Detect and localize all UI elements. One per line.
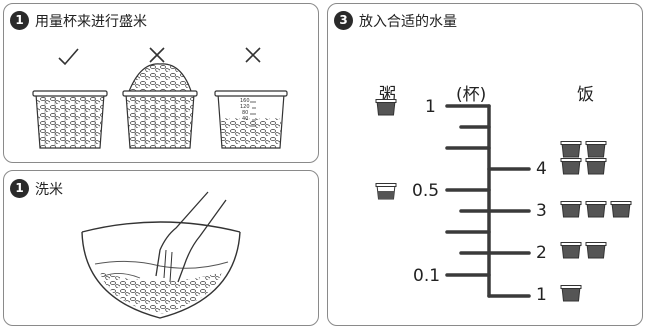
scale-ruler bbox=[445, 104, 531, 298]
cup-icon bbox=[560, 141, 582, 158]
measuring-cup-heaped bbox=[122, 63, 198, 149]
measuring-cup-low bbox=[214, 90, 288, 149]
hand-icon bbox=[155, 191, 227, 283]
cup-icon bbox=[585, 158, 607, 175]
wash-bowl bbox=[81, 221, 241, 319]
cup-icon bbox=[585, 141, 607, 158]
cup-scale-40: 40 bbox=[242, 116, 249, 122]
porridge-mark-0.1: 0.1 bbox=[413, 266, 441, 286]
step-badge: 3 bbox=[334, 11, 353, 30]
measuring-cup-level bbox=[32, 90, 108, 149]
porridge-mark-0.5: 0.5 bbox=[412, 181, 440, 201]
check-icon bbox=[58, 48, 79, 66]
rice-mark-1: 1 bbox=[536, 285, 547, 305]
porridge-mark-1: 1 bbox=[425, 97, 436, 117]
cup-scale-160: 160 bbox=[240, 98, 250, 104]
cup-icon bbox=[375, 183, 397, 200]
cross-icon bbox=[149, 47, 165, 63]
cup-scale-80: 80 bbox=[242, 110, 249, 116]
cup-icon bbox=[560, 285, 582, 302]
panel-title: 洗米 bbox=[35, 182, 63, 198]
cup-icon bbox=[585, 201, 607, 218]
cross-icon bbox=[245, 47, 261, 63]
rice-mark-3: 3 bbox=[536, 201, 547, 221]
cup-icon bbox=[375, 99, 397, 116]
cup-icon bbox=[560, 242, 582, 259]
rice-mark-4: 4 bbox=[536, 159, 547, 179]
cup-scale-120: 120 bbox=[240, 104, 250, 110]
step-badge: 1 bbox=[10, 179, 29, 198]
panel-title: 放入合适的水量 bbox=[359, 14, 457, 30]
step-badge: 1 bbox=[10, 11, 29, 30]
cup-icon bbox=[610, 201, 632, 218]
panel-title: 用量杯来进行盛米 bbox=[35, 14, 147, 30]
cup-icon bbox=[560, 158, 582, 175]
label-cups-unit: (杯) bbox=[456, 85, 487, 105]
rice-mark-2: 2 bbox=[536, 243, 547, 263]
label-rice: 饭 bbox=[577, 85, 594, 105]
cup-icon bbox=[560, 201, 582, 218]
cup-icon bbox=[585, 242, 607, 259]
